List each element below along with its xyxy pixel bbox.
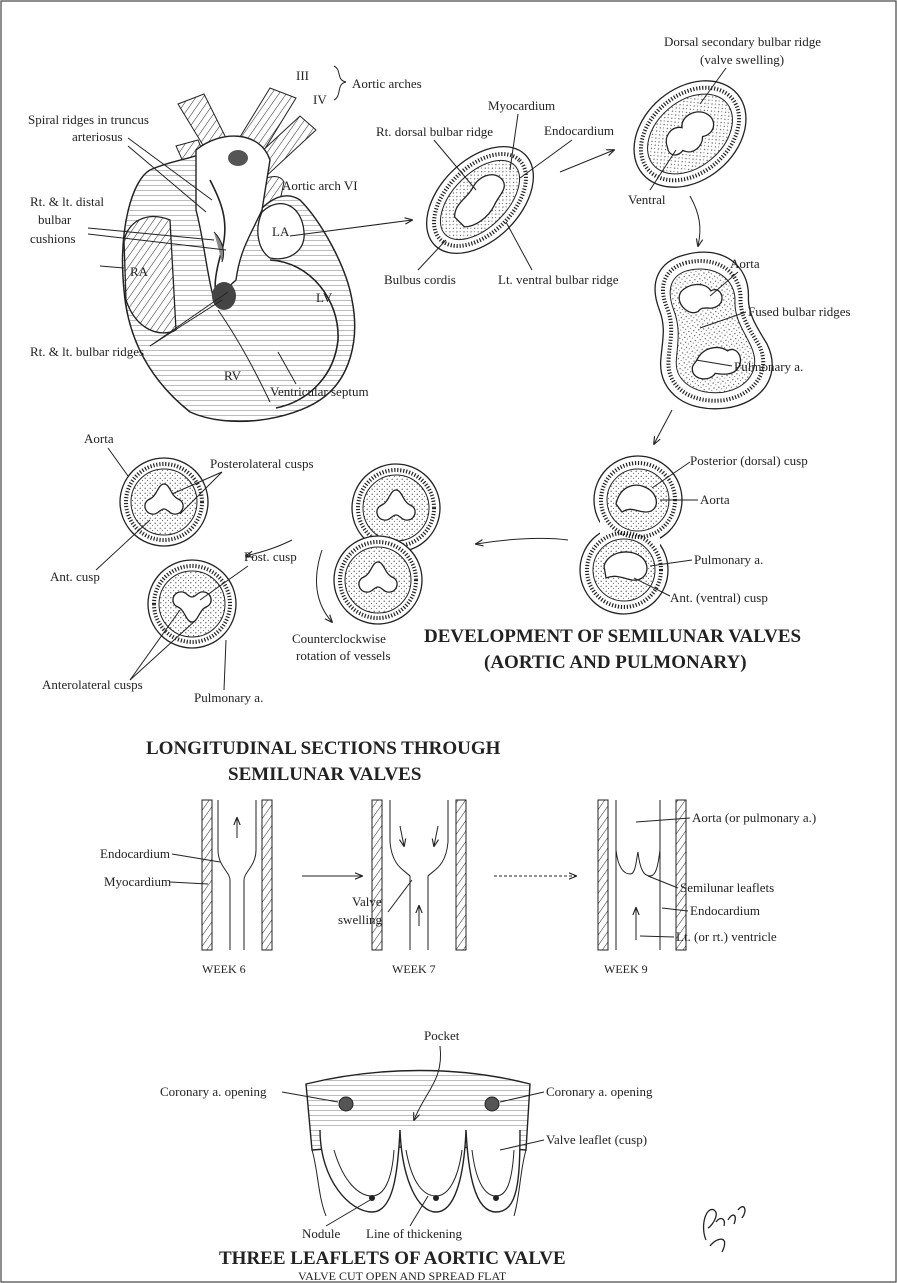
label-ant-cusp: Ant. cusp <box>50 569 100 584</box>
label-arch-iii: III <box>296 68 309 83</box>
valve-swelling-section <box>613 59 767 209</box>
label-pulmonary-cusp: Pulmonary a. <box>694 552 763 567</box>
arches-brace <box>334 66 346 100</box>
label-aorta-final: Aorta <box>84 431 114 446</box>
label-spiral-ridges-2: arteriosus <box>72 129 123 144</box>
aortic-valve-flat <box>306 1071 530 1217</box>
week9-section <box>598 800 686 950</box>
label-anterolateral-cusps: Anterolateral cusps <box>42 677 143 692</box>
label-post-cusp: Post. cusp <box>244 549 297 564</box>
label-la: LA <box>272 224 290 239</box>
label-posterior-cusp: Posterior (dorsal) cusp <box>690 453 808 468</box>
artist-signature <box>704 1207 745 1252</box>
rotation-arrow <box>317 550 332 622</box>
label-spiral-ridges-1: Spiral ridges in truncus <box>28 112 149 127</box>
label-aortic-arch-vi: Aortic arch VI <box>282 178 358 193</box>
bulbar-ridge-dark <box>212 282 236 310</box>
label-dorsal-secondary-2: (valve swelling) <box>700 52 784 67</box>
cusp-section <box>580 456 682 614</box>
label-aortic-arches: Aortic arches <box>352 76 422 91</box>
final-valves <box>120 458 236 648</box>
label-ventricular-septum: Ventricular septum <box>270 384 369 399</box>
title-semilunar-2: (AORTIC AND PULMONARY) <box>484 652 747 673</box>
label-valve-swelling-1: Valve <box>352 894 382 909</box>
label-nodule: Nodule <box>302 1226 341 1241</box>
label-fused-ridges: Fused bulbar ridges <box>748 304 851 319</box>
rotation-pair <box>334 464 440 624</box>
label-coronary-left: Coronary a. opening <box>160 1084 267 1099</box>
bulbus-cordis-section <box>406 126 553 273</box>
arrow-fused-to-cusps <box>654 410 672 444</box>
label-aorta-or-pulm: Aorta (or pulmonary a.) <box>692 810 816 825</box>
label-arch-iv: IV <box>313 92 327 107</box>
label-ventricle: Lt. (or rt.) ventricle <box>676 929 777 944</box>
label-aorta-fused: Aorta <box>730 256 760 271</box>
label-week6: WEEK 6 <box>202 962 246 976</box>
label-rt-dorsal-ridge: Rt. dorsal bulbar ridge <box>376 124 493 139</box>
truncus-lumen <box>228 150 248 166</box>
week7-section <box>372 800 466 950</box>
arrow-bulbus-to-swelling <box>560 150 614 172</box>
label-distal-cushions-3: cushions <box>30 231 76 246</box>
label-ventral: Ventral <box>628 192 666 207</box>
label-rv: RV <box>224 368 242 383</box>
label-myocardium-w6: Myocardium <box>104 874 171 889</box>
label-coronary-right: Coronary a. opening <box>546 1084 653 1099</box>
label-distal-cushions-2: bulbar <box>38 212 72 227</box>
label-dorsal-secondary-1: Dorsal secondary bulbar ridge <box>664 34 821 49</box>
label-rotation-1: Counterclockwise <box>292 631 386 646</box>
label-pulmonary-fused: Pulmonary a. <box>734 359 803 374</box>
label-valve-swelling-2: swelling <box>338 912 383 927</box>
label-endocardium-w9: Endocardium <box>690 903 760 918</box>
label-bulbus-cordis: Bulbus cordis <box>384 272 456 287</box>
arrow-cusps-to-rotation <box>476 538 568 544</box>
arrow-swelling-to-fused <box>690 196 700 246</box>
label-endocardium-w6: Endocardium <box>100 846 170 861</box>
label-pulmonary-final: Pulmonary a. <box>194 690 263 705</box>
label-aorta-cusp: Aorta <box>700 492 730 507</box>
label-rotation-2: rotation of vessels <box>296 648 391 663</box>
label-bulbar-ridges: Rt. & lt. bulbar ridges <box>30 344 144 359</box>
label-week7: WEEK 7 <box>392 962 436 976</box>
label-myocardium: Myocardium <box>488 98 555 113</box>
label-ra: RA <box>130 264 149 279</box>
week6-section <box>202 800 272 950</box>
label-pocket: Pocket <box>424 1028 460 1043</box>
label-week9: WEEK 9 <box>604 962 648 976</box>
label-valve-leaflet: Valve leaflet (cusp) <box>546 1132 647 1147</box>
subtitle-three-leaflets: VALVE CUT OPEN AND SPREAD FLAT <box>298 1269 507 1283</box>
label-endocardium: Endocardium <box>544 123 614 138</box>
title-semilunar-1: DEVELOPMENT OF SEMILUNAR VALVES <box>424 626 801 647</box>
label-distal-cushions-1: Rt. & lt. distal <box>30 194 104 209</box>
label-posterolateral-cusps: Posterolateral cusps <box>210 456 314 471</box>
title-three-leaflets: THREE LEAFLETS OF AORTIC VALVE <box>219 1248 566 1269</box>
label-semilunar-leaflets: Semilunar leaflets <box>680 880 774 895</box>
title-longitudinal-1: LONGITUDINAL SECTIONS THROUGH <box>146 738 501 759</box>
label-line-thickening: Line of thickening <box>366 1226 463 1241</box>
label-lt-ventral-ridge: Lt. ventral bulbar ridge <box>498 272 619 287</box>
label-lv: LV <box>316 290 333 305</box>
label-anterior-cusp: Ant. (ventral) cusp <box>670 590 768 605</box>
title-longitudinal-2: SEMILUNAR VALVES <box>228 764 421 785</box>
